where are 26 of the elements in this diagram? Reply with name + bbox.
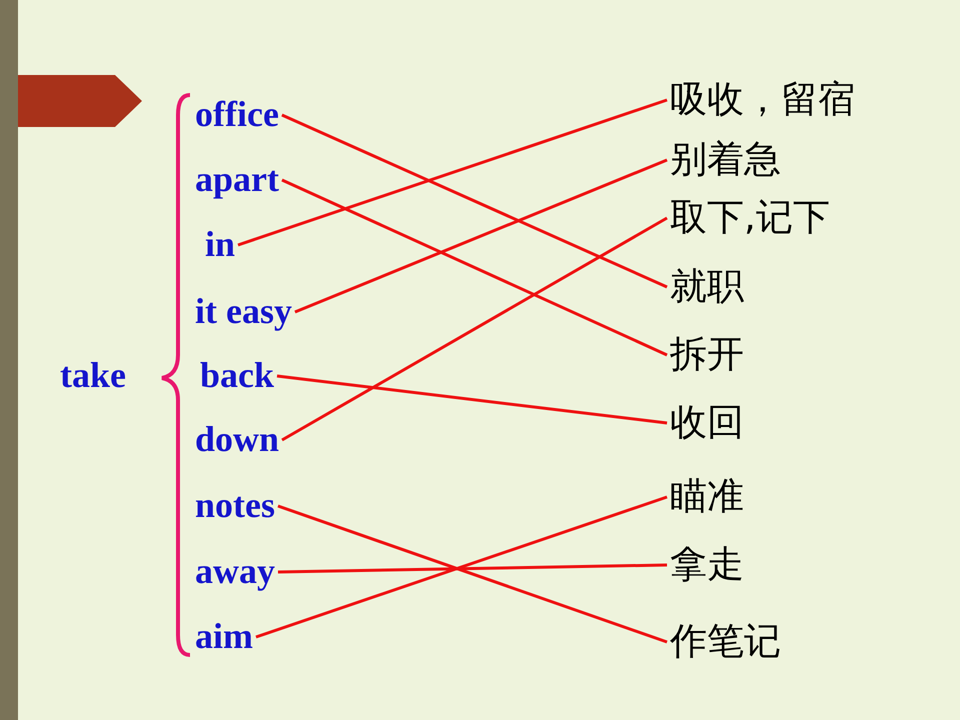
phrase-word: down	[195, 420, 280, 460]
phrase-word: notes	[195, 486, 275, 526]
phrase-word: back	[200, 356, 274, 396]
verb-text: take	[60, 356, 126, 396]
matching-line	[281, 178, 668, 356]
meaning-text: 就职	[670, 266, 744, 308]
phrase-word: apart	[195, 160, 279, 200]
meaning-text: 吸收，留宿	[670, 80, 855, 120]
meaning-text: 收回	[670, 402, 744, 444]
meaning-text: 作笔记	[670, 622, 781, 662]
phrase-word: in	[205, 225, 236, 265]
matching-line	[294, 158, 668, 314]
phrase-word: aim	[195, 617, 253, 657]
meaning-text: 拆开	[670, 334, 744, 376]
meaning-text: 取下,记下	[670, 198, 830, 238]
matching-line	[281, 114, 668, 288]
meaning-text: 瞄准	[670, 476, 744, 518]
matching-line	[278, 564, 668, 574]
matching-line	[238, 98, 668, 246]
phrase-word: office	[195, 95, 279, 135]
meaning-text: 别着急	[670, 140, 781, 180]
phrase-word: it easy	[195, 292, 292, 332]
matching-line	[281, 216, 668, 442]
matching-line	[276, 374, 668, 424]
meaning-text: 拿走	[670, 544, 744, 586]
phrase-word: away	[195, 552, 275, 592]
